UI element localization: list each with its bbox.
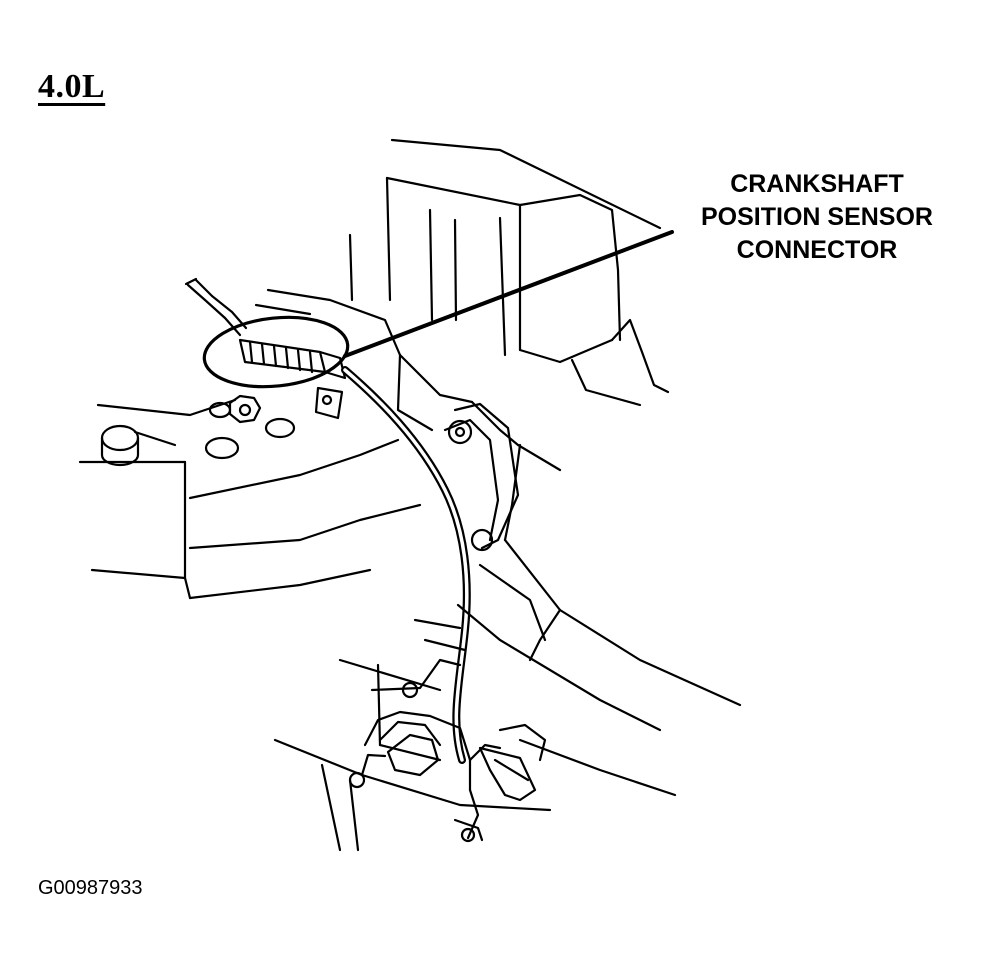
lower-left-block bbox=[78, 398, 422, 600]
connector-highlight-ellipse bbox=[202, 315, 350, 389]
lower-engine-area bbox=[273, 538, 742, 852]
sensor-connector bbox=[238, 338, 347, 420]
crankshaft-position-sensor bbox=[468, 743, 537, 802]
sensor-harness bbox=[341, 366, 471, 764]
engine-label: 4.0L bbox=[38, 68, 106, 105]
connector-pigtail bbox=[184, 277, 248, 337]
callout-leader-line bbox=[343, 230, 674, 358]
mount-bracket bbox=[443, 402, 520, 552]
callout-label: CRANKSHAFT POSITION SENSOR CONNECTOR bbox=[672, 168, 962, 267]
figure-id: G00987933 bbox=[38, 877, 143, 899]
callout-line-1: CRANKSHAFT bbox=[730, 170, 904, 198]
callout-line-3: CONNECTOR bbox=[736, 236, 898, 264]
hex-nut bbox=[228, 394, 262, 424]
upper-engine-block bbox=[254, 138, 670, 542]
callout-line-2: POSITION SENSOR bbox=[701, 203, 933, 231]
